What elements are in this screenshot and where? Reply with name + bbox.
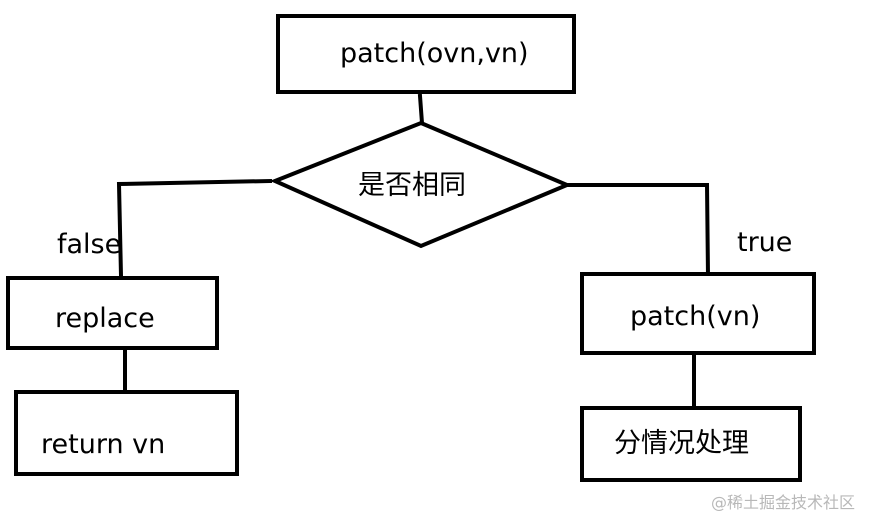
replace-node-label: replace [55,303,155,334]
start-node-label: patch(ovn,vn) [340,38,529,69]
true-edge-label: true [737,227,793,258]
patch-vn-node-label: patch(vn) [630,301,761,332]
patch-vn-node [580,272,816,355]
edge-start-to-decision [417,93,425,126]
handle-node-label: 分情况处理 [614,428,749,459]
return-node-label: return vn [41,429,166,460]
edge-decision-true [565,183,711,279]
replace-node [6,276,219,350]
start-node [276,14,576,94]
decision-diamond [269,120,573,249]
edge-decision-false [116,178,273,279]
handle-node [580,406,802,482]
return-node [14,390,239,476]
watermark-text: @稀土掘金技术社区 [710,493,855,512]
false-edge-label: false [57,229,122,260]
decision-label: 是否相同 [358,170,466,201]
